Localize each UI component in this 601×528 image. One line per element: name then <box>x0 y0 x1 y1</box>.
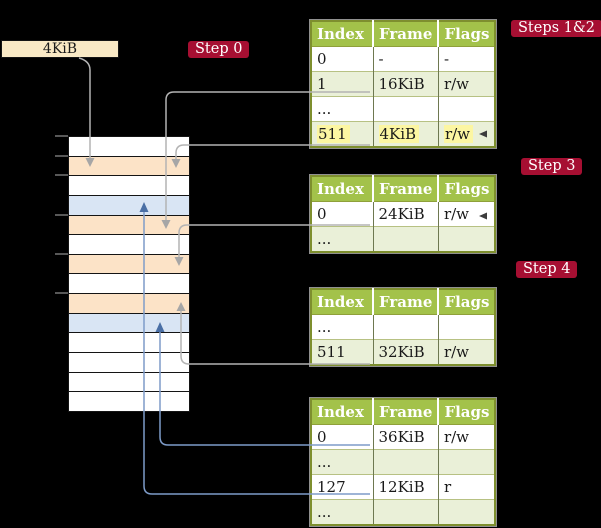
col-header-index: Index <box>311 176 373 202</box>
cell-index: ... <box>311 449 373 475</box>
cell-index: ... <box>311 226 373 252</box>
table-row: 127 12KiB r <box>311 474 496 500</box>
memory-row <box>69 137 189 156</box>
memory-row <box>69 312 189 333</box>
cell-index: ... <box>311 499 373 525</box>
cell-frame: 24KiB <box>372 201 439 227</box>
col-header-index: Index <box>311 399 373 425</box>
cell-index: ... <box>311 96 373 122</box>
cell-flags: r/w <box>437 339 496 365</box>
table-row: 1 16KiB r/w <box>311 71 496 97</box>
table-row: 511 32KiB r/w <box>311 339 496 365</box>
cell-frame <box>372 226 439 252</box>
physical-memory-stack <box>68 136 190 412</box>
memory-row <box>69 194 189 215</box>
cell-index: 0 <box>317 50 327 68</box>
highlighted-value: 511 <box>317 125 350 143</box>
memory-row <box>69 273 189 294</box>
badge-step0: Step 0 <box>188 41 250 58</box>
memory-row <box>69 234 189 254</box>
memory-row <box>69 214 189 235</box>
cell-frame: 12KiB <box>372 474 439 500</box>
cell-flags: r/w <box>437 121 496 147</box>
col-header-index: Index <box>311 289 373 315</box>
table-header-row: Index Frame Flags <box>311 176 496 202</box>
table-row: 0 24KiB r/w <box>311 201 496 227</box>
memory-row <box>69 253 189 274</box>
cell-index: 511 <box>311 121 373 147</box>
cell-flags <box>437 449 496 475</box>
memory-row <box>69 293 189 313</box>
cell-flags <box>437 96 496 122</box>
cell-frame: 32KiB <box>372 339 439 365</box>
table-row: 0 - - <box>311 46 496 72</box>
cell-flags: r/w <box>437 71 496 97</box>
memory-row <box>69 352 189 372</box>
cell-flags: - <box>437 46 496 72</box>
badge-step4: Step 4 <box>516 261 578 278</box>
cell-flags: r <box>437 474 496 500</box>
table-header-row: Index Frame Flags <box>311 289 496 315</box>
badge-steps-1-2: Steps 1&2 <box>511 20 601 37</box>
cell-index: 127 <box>311 474 373 500</box>
cell-frame <box>372 499 439 525</box>
table-header-row: Index Frame Flags <box>311 21 496 47</box>
page-table-bottom: Index Frame Flags 0 36KiB r/w ... 127 <box>308 397 498 527</box>
table-row: ... <box>311 499 496 525</box>
table-row-highlighted: 511 4KiB r/w <box>311 121 496 147</box>
table-row: 0 36KiB r/w <box>311 424 496 450</box>
memory-row <box>69 371 189 392</box>
table-row: ... <box>311 449 496 475</box>
col-header-index: Index <box>311 21 373 47</box>
table-header-row: Index Frame Flags <box>311 399 496 425</box>
address-ticks <box>55 135 68 294</box>
cell-index: ... <box>317 318 332 336</box>
cell-frame <box>372 449 439 475</box>
col-header-flags: Flags <box>437 399 496 425</box>
memory-row <box>69 332 189 353</box>
cell-flags <box>437 314 496 340</box>
highlighted-value: r/w <box>443 125 474 143</box>
cell-frame <box>372 96 439 122</box>
cell-flags <box>437 226 496 252</box>
page-table-steps12: Index Frame Flags 0 - - 1 16KiB r/w ... <box>308 19 498 149</box>
cell-frame: 4KiB <box>372 121 439 147</box>
cell-frame: 36KiB <box>372 424 439 450</box>
cell-index: 0 <box>317 428 327 446</box>
col-header-flags: Flags <box>437 176 496 202</box>
col-header-frame: Frame <box>371 289 439 315</box>
cell-index: 1 <box>311 71 373 97</box>
cell-index: 0 <box>317 205 327 223</box>
col-header-frame: Frame <box>371 21 439 47</box>
cell-flags: r/w <box>437 201 496 227</box>
page-table-step4: Index Frame Flags ... 511 32KiB r/w <box>308 287 498 367</box>
frame-size-box: 4KiB <box>1 40 119 58</box>
memory-row <box>69 155 189 176</box>
highlighted-value: 4KiB <box>378 125 420 143</box>
cell-frame <box>372 314 439 340</box>
cell-frame: 16KiB <box>372 71 439 97</box>
table-row: ... <box>311 96 496 122</box>
cell-frame: - <box>372 46 439 72</box>
col-header-frame: Frame <box>371 176 439 202</box>
table-row: ... <box>311 314 496 340</box>
col-header-flags: Flags <box>437 21 496 47</box>
cell-flags <box>437 499 496 525</box>
badge-step3: Step 3 <box>521 158 583 175</box>
cell-flags: r/w <box>437 424 496 450</box>
col-header-frame: Frame <box>371 399 439 425</box>
table-row: ... <box>311 226 496 252</box>
memory-row <box>69 391 189 411</box>
memory-row <box>69 175 189 195</box>
page-table-step3: Index Frame Flags 0 24KiB r/w ... <box>308 174 498 254</box>
cell-index: 511 <box>311 339 373 365</box>
col-header-flags: Flags <box>437 289 496 315</box>
